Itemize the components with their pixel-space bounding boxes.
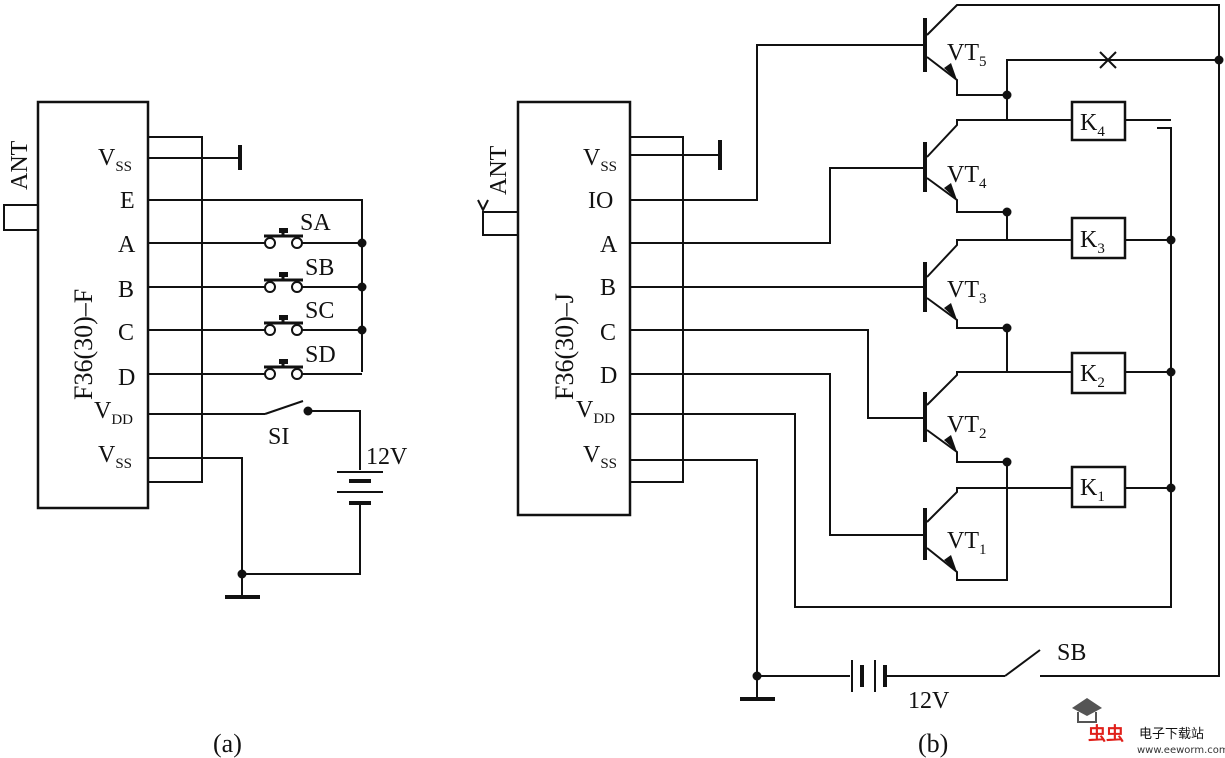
switch-si-lever xyxy=(264,400,304,415)
vss-bus-b xyxy=(630,136,684,483)
node-vt3 xyxy=(1002,323,1012,333)
caption-b: (b) xyxy=(918,729,948,758)
switch-sb xyxy=(264,272,303,293)
diagram-a: F36(30)–F ANT VSS E A B C D VDD VSS xyxy=(3,100,408,758)
vt4-label: VT4 xyxy=(947,162,987,192)
relay-k4 xyxy=(1070,100,1127,142)
battery-a-plus-wire xyxy=(308,410,361,470)
vt5-label: VT5 xyxy=(947,40,987,70)
transistor-vt1 xyxy=(923,462,1008,581)
transistor-vt4 xyxy=(923,95,1008,213)
node-vt2 xyxy=(1002,457,1012,467)
switch-sa-label: SA xyxy=(300,210,331,236)
transistor-vt3 xyxy=(923,212,1008,329)
switch-sd xyxy=(264,359,303,380)
pin-b-d: D xyxy=(600,363,617,389)
chip-a-label: F36(30)–F xyxy=(69,289,98,400)
node-k3 xyxy=(1166,235,1176,245)
e-bus-a xyxy=(148,199,363,372)
watermark-brand: 虫虫 xyxy=(1088,723,1124,745)
pin-a-vdd: VDD xyxy=(94,398,133,428)
wire-io-vt5 xyxy=(630,44,925,201)
relay-k3 xyxy=(1070,216,1127,260)
diagram-b: F36(30)–J ANT VSS IO A B C D VDD VSS xyxy=(477,4,1224,758)
battery-a-label: 12V xyxy=(366,444,408,470)
chip-a-body xyxy=(36,100,150,510)
switch-sb-label: SB xyxy=(1057,640,1086,666)
node-right-rail xyxy=(1214,55,1224,65)
junction-a-2 xyxy=(357,282,367,292)
pin-a-c: C xyxy=(118,320,134,346)
antenna-b-label: ANT xyxy=(486,145,512,195)
transistor-vt2 xyxy=(923,328,1008,463)
antenna-a-label: ANT xyxy=(7,140,33,190)
relay-k1-label: K1 xyxy=(1080,475,1105,505)
chip-b-body xyxy=(516,100,632,517)
pin-b-io: IO xyxy=(588,188,613,214)
junction-b-ground xyxy=(752,671,762,681)
relay-k2 xyxy=(1070,351,1127,395)
pin-a-vss-bottom: VSS xyxy=(98,442,132,472)
pin-b-c: C xyxy=(600,320,616,346)
transistor-vt5 xyxy=(923,4,1220,677)
wire-a-vt4 xyxy=(630,167,925,244)
watermark: 虫虫 电子下载站 www.eeworm.com xyxy=(1072,698,1225,756)
pin-a-d: D xyxy=(118,365,135,391)
switch-sd-label: SD xyxy=(305,342,336,368)
pin-b-vdd: VDD xyxy=(576,397,615,427)
vt5-collector-wire xyxy=(1006,59,1219,95)
vss-bottom-wire-a xyxy=(148,457,243,596)
antenna-a-loop xyxy=(3,204,38,231)
switch-sb-lever xyxy=(1004,649,1041,677)
pin-a-e: E xyxy=(120,188,135,214)
antenna-b-loop xyxy=(482,211,518,236)
relay-k3-label: K3 xyxy=(1080,227,1105,257)
vss-bus-a xyxy=(148,136,203,483)
vt3-label: VT3 xyxy=(947,277,987,307)
node-k1 xyxy=(1166,483,1176,493)
pin-b-a: A xyxy=(600,232,618,258)
caption-a: (a) xyxy=(213,729,242,758)
relay-k4-label: K4 xyxy=(1080,110,1105,140)
switch-sc-label: SC xyxy=(305,298,334,324)
wire-vdd-relay-bus xyxy=(630,127,1172,608)
junction-a-ground xyxy=(237,569,247,579)
switch-sa xyxy=(264,228,303,249)
relay-k2-label: K2 xyxy=(1080,361,1105,391)
pin-b-b: B xyxy=(600,275,616,301)
pin-b-vss-bottom: VSS xyxy=(583,442,617,472)
wire-d-vt1 xyxy=(630,373,925,536)
node-vt4 xyxy=(1002,207,1012,217)
junction-a-1 xyxy=(357,238,367,248)
vt1-label: VT1 xyxy=(947,528,987,558)
watermark-site-name: 电子下载站 xyxy=(1139,727,1204,742)
cross-mark xyxy=(1099,51,1117,69)
pin-a-a: A xyxy=(118,232,136,258)
graduation-cap-icon xyxy=(1072,698,1102,716)
relay-k1 xyxy=(1070,465,1127,509)
chip-b-label: F36(30)–J xyxy=(550,293,579,400)
switch-sc xyxy=(264,315,303,336)
battery-b-label: 12V xyxy=(908,688,950,714)
vt2-label: VT2 xyxy=(947,412,987,442)
watermark-url: www.eeworm.com xyxy=(1137,745,1225,756)
junction-a-3 xyxy=(357,325,367,335)
node-vt5 xyxy=(1002,90,1012,100)
switch-sb-label: SB xyxy=(305,255,334,281)
antenna-b-tip xyxy=(477,199,489,213)
battery-a xyxy=(337,471,383,505)
switch-si-label: SI xyxy=(268,424,289,450)
node-k2 xyxy=(1166,367,1176,377)
wire-vss-ground-b xyxy=(630,459,758,698)
wire-c-vt2 xyxy=(630,329,925,419)
pin-a-b: B xyxy=(118,277,134,303)
pin-b-vss-top: VSS xyxy=(583,145,617,175)
battery-a-minus-wire xyxy=(242,505,361,575)
battery-b xyxy=(851,660,887,692)
pin-a-vss-top: VSS xyxy=(98,145,132,175)
